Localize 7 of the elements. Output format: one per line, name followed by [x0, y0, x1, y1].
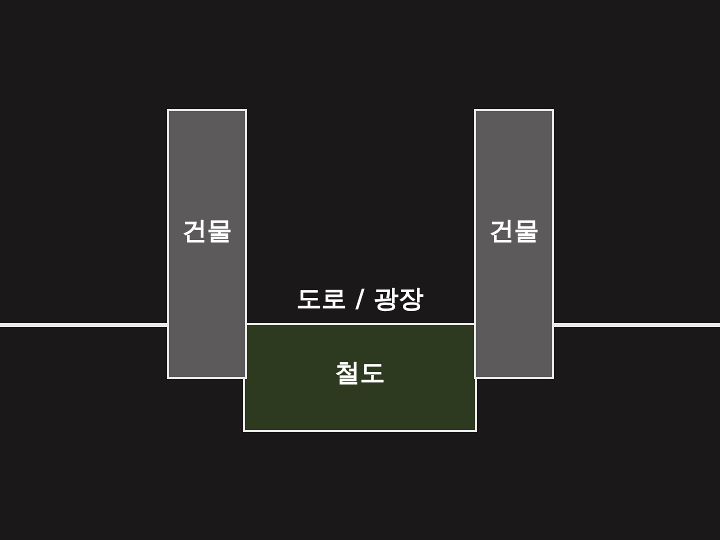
- block-label: 건물: [182, 214, 232, 246]
- surface-label: 도로 / 광장: [296, 283, 424, 315]
- block-label: 건물: [489, 214, 539, 246]
- building-block: [474, 109, 554, 379]
- railway-block: [243, 323, 477, 432]
- building-block: [167, 109, 247, 379]
- block-label: 철도: [335, 357, 385, 389]
